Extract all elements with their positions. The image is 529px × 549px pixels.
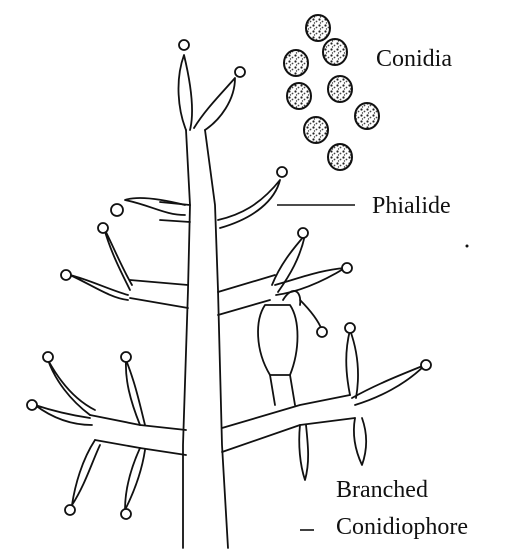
conidium [304, 117, 328, 143]
lower-branch-right [222, 395, 355, 452]
phialide-cluster-middle-right [272, 228, 352, 295]
main-stalk [183, 130, 228, 548]
phialide-cluster-top [178, 40, 245, 130]
stray-dot [466, 245, 469, 248]
phialide-cluster-lower-left [27, 352, 145, 519]
phialide-label: Phialide [372, 193, 451, 219]
conidium [328, 76, 352, 102]
phialide-cluster-pendant [258, 291, 327, 405]
conidium [306, 15, 330, 41]
conidia-label: Conidia [376, 46, 452, 72]
conidium [355, 103, 379, 129]
phialide-cluster-middle-left [61, 223, 132, 300]
conidiophore-label-line2: Conidiophore [336, 514, 468, 540]
phialide-cluster-upper-left [111, 198, 185, 216]
middle-branch-right [218, 275, 275, 315]
conidium [328, 144, 352, 170]
phialide-cluster-upper-right [218, 167, 287, 228]
conidia-group [284, 15, 379, 170]
conidium [284, 50, 308, 76]
conidiophore-label-line1: Branched [336, 477, 428, 503]
conidium [323, 39, 347, 65]
conidium [287, 83, 311, 109]
middle-branch-left [130, 280, 188, 308]
